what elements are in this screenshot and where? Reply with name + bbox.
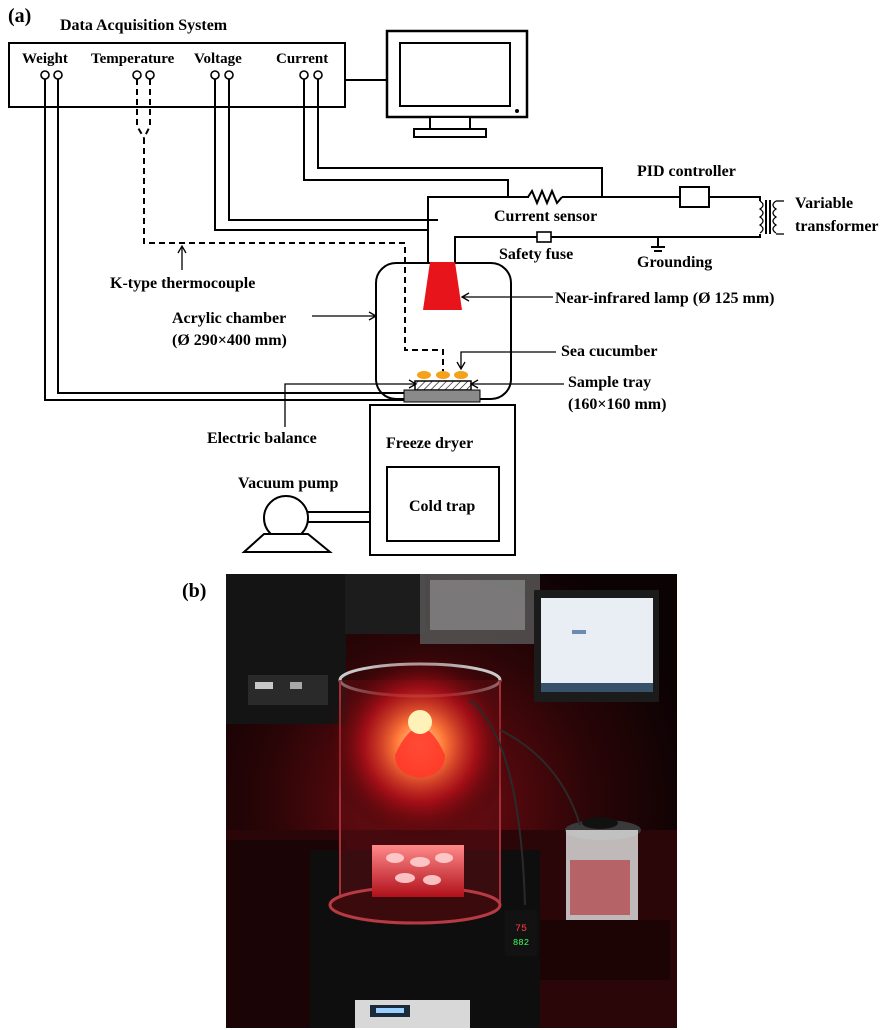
panel-a: (a) Data Acquisition System Weight Tempe…	[8, 5, 879, 556]
voltage-terminal-1	[210, 70, 220, 80]
daq-port-current-label: Current	[276, 51, 328, 67]
grounding-label: Grounding	[637, 254, 712, 271]
acrylic-chamber-label-2: (Ø 290×400 mm)	[172, 332, 287, 349]
monitor-icon	[345, 29, 529, 138]
current-wires	[303, 79, 603, 197]
photo-nir-lamp-bulb	[395, 727, 445, 778]
pid-readout-bottom: 882	[513, 938, 529, 948]
thermocouple-wire	[136, 79, 444, 372]
current-terminal-1	[299, 70, 309, 80]
nir-lamp-label: Near-infrared lamp (Ø 125 mm)	[555, 290, 775, 307]
current-sensor-label: Current sensor	[494, 208, 597, 225]
electric-balance	[403, 389, 481, 403]
sample-tray-arrow	[469, 379, 564, 389]
temperature-terminal-1	[132, 70, 142, 80]
photo-monitor	[534, 590, 659, 702]
photo-sample-tray	[372, 845, 464, 897]
pid-readout-top: 75	[515, 924, 527, 935]
electric-balance-arrow	[284, 379, 418, 427]
lab-photo: 75 882	[226, 574, 677, 1028]
pid-controller-label: PID controller	[637, 163, 736, 180]
vacuum-pump-label: Vacuum pump	[238, 475, 338, 492]
voltage-terminal-2	[224, 70, 234, 80]
photo-variable-transformer	[540, 817, 670, 980]
variable-transformer-icon	[758, 200, 784, 235]
power-circuit	[427, 186, 761, 262]
thermocouple-label: K-type thermocouple	[110, 275, 255, 292]
acrylic-chamber-arrow	[312, 311, 378, 321]
cold-trap	[386, 466, 500, 542]
vacuum-pump-icon	[241, 495, 370, 553]
temperature-terminal-2	[145, 70, 155, 80]
sample-tray	[414, 380, 472, 391]
weight-wires	[44, 79, 405, 401]
nir-lamp-arrow	[460, 292, 553, 302]
panel-a-label: (a)	[8, 5, 31, 27]
variable-transformer-label-2: transformer	[795, 218, 879, 235]
sample-tray-label-2: (160×160 mm)	[568, 396, 666, 413]
pid-controller-box	[679, 186, 710, 208]
thermocouple-arrow	[177, 244, 187, 270]
sample-tray-label-1: Sample tray	[568, 374, 651, 391]
sea-cucumber-arrow	[456, 351, 556, 371]
daq-title: Data Acquisition System	[60, 17, 228, 34]
daq-port-weight-label: Weight	[22, 51, 68, 67]
panel-b-label: (b)	[182, 580, 206, 602]
daq-box	[8, 42, 346, 108]
panel-b: (b)	[182, 574, 677, 1028]
variable-transformer-label-1: Variable	[795, 195, 853, 212]
freeze-dryer-label: Freeze dryer	[386, 435, 473, 452]
daq-terminals	[40, 70, 323, 80]
safety-fuse-label: Safety fuse	[499, 246, 573, 263]
daq-port-voltage-label: Voltage	[194, 51, 242, 67]
current-terminal-2	[313, 70, 323, 80]
sea-cucumber-samples	[417, 371, 468, 379]
sea-cucumber-label: Sea cucumber	[561, 343, 657, 360]
weight-terminal-2	[53, 70, 63, 80]
electric-balance-label: Electric balance	[207, 430, 317, 447]
near-infrared-lamp	[423, 262, 462, 310]
daq-port-temperature-label: Temperature	[91, 51, 175, 67]
safety-fuse-box	[536, 231, 552, 243]
acrylic-chamber-label-1: Acrylic chamber	[172, 310, 286, 327]
weight-terminal-1	[40, 70, 50, 80]
cold-trap-label: Cold trap	[409, 498, 475, 515]
photo-pid-controller: 75 882	[505, 910, 537, 956]
